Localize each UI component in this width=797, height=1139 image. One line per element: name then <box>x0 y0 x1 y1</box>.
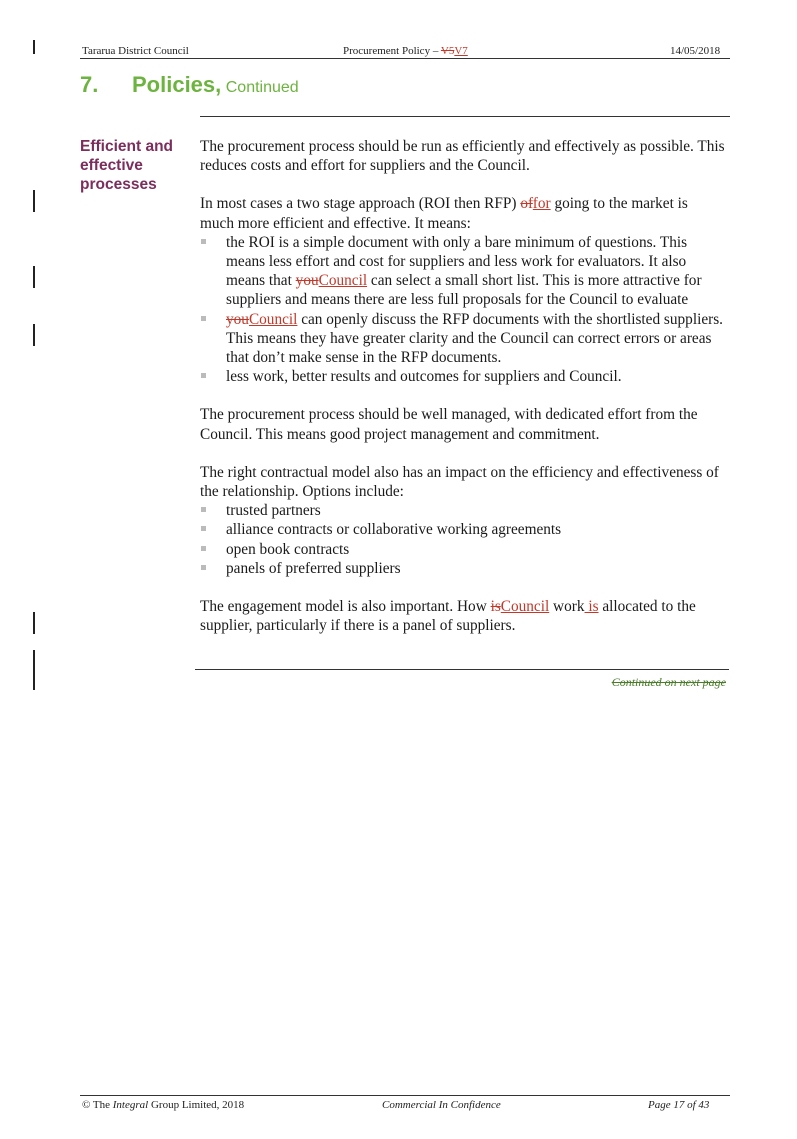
list-item: less work, better results and outcomes f… <box>200 367 725 386</box>
benefits-list: the ROI is a simple document with only a… <box>200 233 725 387</box>
tracked-insertion: is <box>584 598 599 616</box>
footer-copyright: © The Integral Group Limited, 2018 <box>82 1099 244 1111</box>
bullet-icon <box>201 315 206 321</box>
bullet-icon <box>201 373 206 379</box>
paragraph: In most cases a two stage approach (ROI … <box>200 194 725 232</box>
bullet-icon <box>201 507 206 513</box>
text-run: alliance contracts or collaborative work… <box>226 521 562 539</box>
tracked-insertion: for <box>532 195 551 213</box>
header-council-name: Tararua District Council <box>82 45 189 57</box>
paragraph: The procurement process should be well m… <box>200 406 698 443</box>
paragraph: The engagement model is also important. … <box>200 597 725 635</box>
text-run: panels of preferred suppliers <box>226 559 401 577</box>
header-version-deleted: V5 <box>440 45 455 57</box>
tracked-deletion: you <box>295 272 319 290</box>
text-run: The engagement model is also important. … <box>200 598 491 616</box>
paragraph: The procurement process should be run as… <box>200 138 725 175</box>
side-heading-line: processes <box>80 176 157 193</box>
section-end-rule <box>195 669 729 670</box>
text-run: trusted partners <box>226 502 321 520</box>
section-title-text: Policies, <box>132 72 222 97</box>
change-bar <box>33 190 35 212</box>
footer-confidentiality: Commercial In Confidence <box>382 1099 501 1111</box>
side-heading: Efficient and effective processes <box>80 137 190 194</box>
text-run: less work, better results and outcomes f… <box>226 368 622 386</box>
side-heading-line: effective <box>80 157 143 174</box>
continued-next-text: Continued on next page <box>611 675 726 689</box>
tracked-deletion: is <box>490 598 501 616</box>
bullet-icon <box>201 545 206 551</box>
header-document-title: Procurement Policy – V5V7 <box>343 45 468 57</box>
text-run: work <box>549 598 585 616</box>
change-bar <box>33 324 35 346</box>
list-item: alliance contracts or collaborative work… <box>200 520 725 539</box>
text-run: can select a small short list. This is m… <box>226 272 702 309</box>
text-run: In most cases a two stage approach (ROI … <box>200 195 521 213</box>
header-version-inserted: V7 <box>454 45 468 57</box>
list-item: trusted partners <box>200 501 725 520</box>
tracked-insertion: Council <box>248 310 298 328</box>
section-rule <box>200 116 730 117</box>
header-rule <box>80 58 730 59</box>
list-item: youCouncil can openly discuss the RFP do… <box>200 310 725 368</box>
continued-next-page: Continued on next page <box>560 675 726 690</box>
text-run: allocated to the supplier, particularly … <box>200 598 696 635</box>
text-run: the ROI is a simple document with only a… <box>226 233 688 290</box>
side-heading-line: Efficient and <box>80 138 174 155</box>
bullet-icon <box>201 564 206 570</box>
paragraph: The right contractual model also has an … <box>200 463 719 501</box>
text-run: Integral <box>112 1099 149 1111</box>
text-run: © The <box>82 1099 113 1111</box>
change-bar <box>33 266 35 288</box>
change-bar <box>33 650 35 690</box>
bullet-icon <box>201 238 206 244</box>
change-bar <box>33 40 35 54</box>
list-item: open book contracts <box>200 540 725 559</box>
list-item: the ROI is a simple document with only a… <box>200 233 725 310</box>
tracked-insertion: Council <box>318 272 368 290</box>
options-list: trusted partners alliance contracts or c… <box>200 501 725 578</box>
list-item: panels of preferred suppliers <box>200 559 725 578</box>
text-run: Group Limited, 2018 <box>148 1099 245 1111</box>
section-continued: Continued <box>225 79 299 96</box>
tracked-insertion: Council <box>500 598 550 616</box>
tracked-deletion: you <box>226 310 249 328</box>
footer-rule <box>80 1095 730 1096</box>
text-run: can openly discuss the RFP documents wit… <box>226 310 723 367</box>
text-run: going to the market is much more efficie… <box>200 195 688 232</box>
header-date: 14/05/2018 <box>670 45 721 57</box>
text-run: open book contracts <box>226 540 350 558</box>
change-bar <box>33 612 35 634</box>
section-number: 7. <box>80 72 99 97</box>
tracked-deletion: of <box>520 195 533 213</box>
body-text: The procurement process should be run as… <box>200 137 725 654</box>
header-title-text: Procurement Policy – <box>343 45 441 57</box>
footer-page-number: Page 17 of 43 <box>648 1099 710 1111</box>
section-title: 7. Policies, Continued <box>80 72 299 98</box>
bullet-icon <box>201 526 206 532</box>
